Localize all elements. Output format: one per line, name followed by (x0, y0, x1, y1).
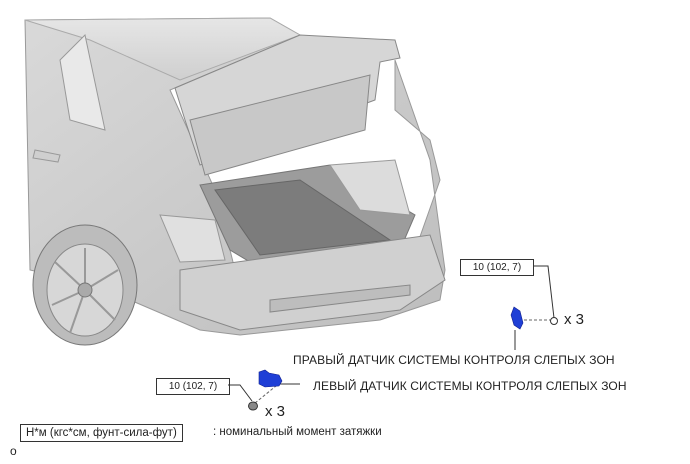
left-sensor-leader-lines (228, 383, 300, 404)
left-sensor-label: ЛЕВЫЙ ДАТЧИК СИСТЕМЫ КОНТРОЛЯ СЛЕПЫХ ЗОН (313, 379, 627, 393)
torque-units-legend-box: Н*м (кгс*см, фунт-сила-фут) (20, 424, 183, 442)
left-sensor-bolt-icon (248, 401, 258, 411)
left-sensor-qty: x 3 (265, 403, 286, 420)
torque-units-legend-description: : номинальный момент затяжки (213, 426, 382, 438)
footer-mark: o (10, 444, 17, 458)
right-sensor-icon (510, 306, 524, 330)
car-rear-illustration (24, 17, 446, 346)
right-sensor-qty: x 3 (564, 311, 585, 328)
right-sensor-label: ПРАВЫЙ ДАТЧИК СИСТЕМЫ КОНТРОЛЯ СЛЕПЫХ ЗО… (293, 353, 615, 367)
left-sensor-torque-box: 10 (102, 7) (156, 378, 230, 395)
right-sensor-torque-box: 10 (102, 7) (460, 259, 534, 276)
right-sensor-bolt-icon (550, 317, 558, 325)
left-sensor-icon (258, 369, 283, 388)
right-sensor-leader-lines (514, 265, 555, 350)
